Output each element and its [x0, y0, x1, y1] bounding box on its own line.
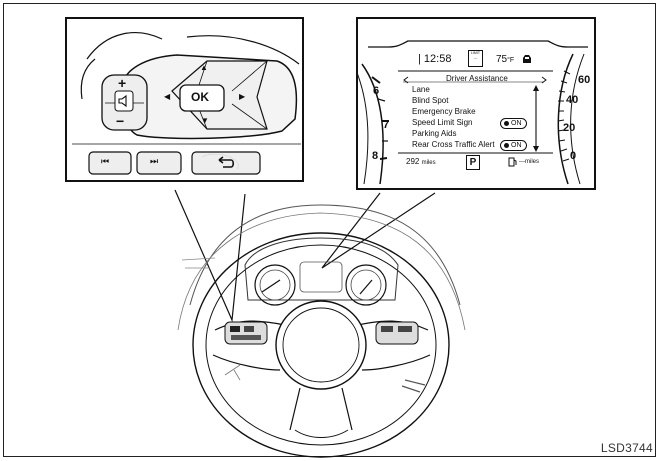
right-switch-cluster [375, 321, 419, 345]
steering-wheel-rim [192, 232, 450, 458]
meter-display-detail-panel: | 12:58 LIMIT--- 75°F Driver Assistance … [356, 17, 596, 190]
ok-button[interactable]: OK [191, 90, 209, 104]
up-arrow-button[interactable]: ▲ [200, 63, 208, 72]
right-gauge [345, 264, 387, 306]
speed-tick-20: 20 [563, 122, 576, 134]
next-track-button[interactable]: ⏭ [150, 156, 159, 166]
menu-item-lane[interactable]: Lane [412, 85, 430, 94]
volume-down-button[interactable]: − [116, 113, 125, 129]
vehicle-icon [523, 55, 531, 63]
left-gauge [254, 264, 296, 306]
menu-item-rear-cross-traffic-alert[interactable]: Rear Cross Traffic Alert [412, 140, 495, 149]
ok-button-shape [179, 84, 225, 112]
menu-item-speed-limit-sign[interactable]: Speed Limit Sign [412, 118, 473, 127]
range-display: ---miles [519, 159, 539, 165]
figure-code: LSD3744 [600, 441, 653, 455]
steering-switch-detail-panel: + − ▲ ▼ ◀ ▶ OK ⏮ ⏭ [65, 17, 304, 182]
speed-tick-40: 40 [566, 94, 579, 106]
right-arrow-button[interactable]: ▶ [239, 92, 246, 101]
tach-tick-7: 7 [383, 119, 390, 131]
left-arrow-button[interactable]: ◀ [164, 92, 171, 101]
left-callout-line [174, 189, 246, 323]
volume-up-button[interactable]: + [118, 75, 127, 91]
tach-tick-8: 8 [372, 150, 379, 162]
menu-item-emergency-brake[interactable]: Emergency Brake [412, 107, 476, 116]
mute-speaker-icon[interactable] [117, 94, 131, 108]
speed-tick-0: 0 [570, 150, 577, 162]
speed-tick-60: 60 [578, 74, 591, 86]
steering-hub [275, 300, 367, 390]
meter-display-drawing [358, 40, 588, 185]
left-switch-cluster [224, 321, 268, 345]
time-display: | 12:58 [418, 53, 452, 65]
speed-limit-sign-icon: LIMIT--- [468, 50, 483, 67]
right-callout-line [321, 192, 436, 269]
rear-cross-traffic-alert-toggle[interactable]: ON [500, 140, 527, 151]
previous-track-button[interactable]: ⏮ [101, 156, 110, 166]
menu-header: Driver Assistance [446, 74, 508, 83]
gear-indicator: P [466, 155, 480, 170]
steering-switch-drawing [72, 32, 301, 175]
down-arrow-button[interactable]: ▼ [201, 116, 209, 125]
menu-item-blind-spot[interactable]: Blind Spot [412, 96, 449, 105]
tach-tick-6: 6 [373, 85, 380, 97]
fuel-pump-icon [508, 157, 517, 167]
back-arrow-icon[interactable] [215, 154, 237, 172]
odometer: 292 miles [406, 157, 436, 166]
menu-item-parking-aids[interactable]: Parking Aids [412, 129, 457, 138]
speed-limit-sign-toggle[interactable]: ON [500, 118, 527, 129]
outside-temperature: 75°F [496, 54, 515, 65]
